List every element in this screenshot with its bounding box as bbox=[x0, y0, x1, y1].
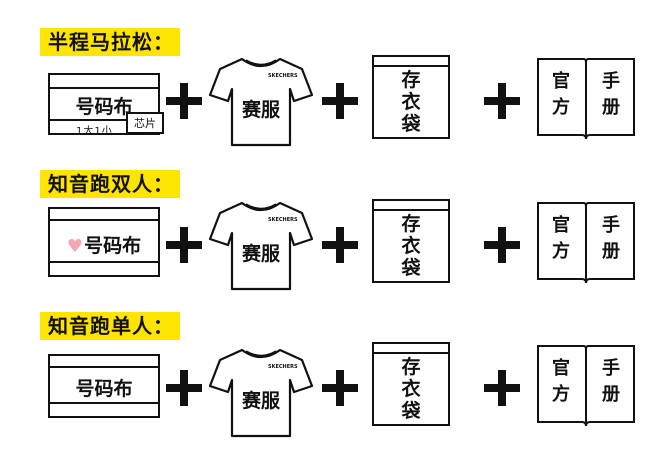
plus-icon bbox=[166, 370, 202, 406]
tshirt-icon: SKECHERS 赛服 bbox=[206, 55, 316, 147]
guidebook-icon: 官方 手册 bbox=[534, 342, 638, 428]
bib-label: 号码布 bbox=[75, 96, 133, 118]
plus-icon bbox=[322, 227, 358, 263]
race-bib: ♥号码布 bbox=[48, 207, 160, 277]
shirt-label: 赛服 bbox=[241, 243, 280, 265]
plus-icon bbox=[484, 370, 520, 406]
bag-label: 存 衣 袋 bbox=[401, 213, 421, 279]
book-right-text: 手册 bbox=[602, 215, 620, 262]
section-title-half-marathon: 半程马拉松： bbox=[40, 28, 180, 56]
timing-chip: 芯片 bbox=[126, 112, 164, 134]
race-bib: 号码布 1大1小 bbox=[48, 73, 160, 137]
shirt-brand: SKECHERS bbox=[268, 217, 298, 223]
kit-row-duo-run: ♥号码布 SKECHERS 赛服 存 衣 袋 官方 手册 bbox=[0, 197, 660, 293]
bib-label: ♥号码布 bbox=[66, 235, 142, 257]
plus-icon bbox=[166, 227, 202, 263]
plus-icon bbox=[484, 83, 520, 119]
shirt-label: 赛服 bbox=[241, 390, 280, 412]
guidebook-icon: 官方 手册 bbox=[534, 55, 638, 141]
shirt-brand: SKECHERS bbox=[268, 364, 298, 370]
guidebook-icon: 官方 手册 bbox=[534, 199, 638, 285]
race-bib: 号码布 bbox=[48, 354, 160, 418]
book-right-text: 手册 bbox=[602, 71, 620, 118]
kit-row-half-marathon: 号码布 1大1小 芯片 SKECHERS 赛服 存 衣 袋 官方 手册 bbox=[0, 55, 660, 151]
heart-icon: ♥ bbox=[66, 236, 84, 257]
book-left-text: 官方 bbox=[552, 215, 570, 262]
bag-label: 存 衣 袋 bbox=[401, 69, 421, 135]
plus-icon bbox=[322, 83, 358, 119]
plus-icon bbox=[322, 370, 358, 406]
section-title-solo-run: 知音跑单人： bbox=[40, 312, 180, 340]
kit-row-solo-run: 号码布 SKECHERS 赛服 存 衣 袋 官方 手册 bbox=[0, 340, 660, 438]
shirt-label: 赛服 bbox=[241, 99, 280, 121]
plus-icon bbox=[166, 83, 202, 119]
bag-label: 存 衣 袋 bbox=[401, 356, 421, 422]
storage-bag-icon: 存 衣 袋 bbox=[372, 199, 450, 283]
book-left-text: 官方 bbox=[552, 358, 570, 405]
bib-size-label: 1大1小 bbox=[76, 126, 113, 137]
tshirt-icon: SKECHERS 赛服 bbox=[206, 199, 316, 291]
bib-label: 号码布 bbox=[75, 378, 133, 400]
section-title-duo-run: 知音跑双人： bbox=[40, 170, 180, 198]
storage-bag-icon: 存 衣 袋 bbox=[372, 342, 450, 426]
shirt-brand: SKECHERS bbox=[268, 73, 298, 79]
plus-icon bbox=[484, 227, 520, 263]
tshirt-icon: SKECHERS 赛服 bbox=[206, 346, 316, 438]
book-left-text: 官方 bbox=[552, 71, 570, 118]
book-right-text: 手册 bbox=[602, 358, 620, 405]
storage-bag-icon: 存 衣 袋 bbox=[372, 55, 450, 139]
